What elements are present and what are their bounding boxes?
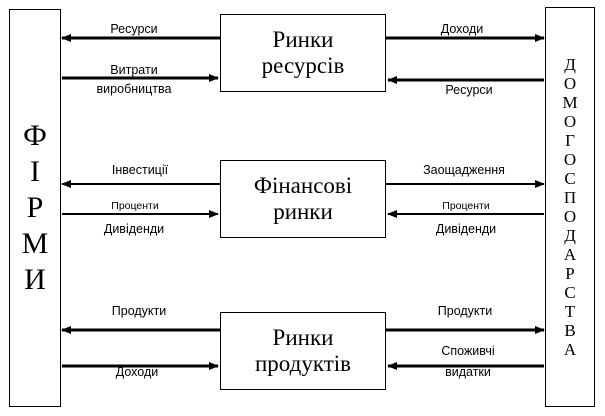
label-financial-right-bottom-2: Дивіденди xyxy=(435,222,497,236)
product-markets-box: Ринки продуктів xyxy=(220,312,386,390)
label-financial-left-top: Інвестиції xyxy=(111,163,169,177)
households-box: Д О М О Г О С П О Д А Р С Т В А xyxy=(545,7,595,407)
households-letter: А xyxy=(563,340,577,359)
households-letter: Д xyxy=(564,55,576,74)
label-financial-left-bottom-2: Дивіденди xyxy=(103,222,165,236)
label-products-left-bottom: Доходи xyxy=(115,365,159,379)
resource-markets-title-line2: ресурсів xyxy=(261,53,345,78)
label-products-left-top: Продукти xyxy=(111,304,167,318)
label-financial-right-top: Заощадження xyxy=(423,163,505,177)
financial-markets-box: Фінансові ринки xyxy=(220,160,386,238)
households-letter: О xyxy=(563,74,577,93)
households-letter: М xyxy=(562,93,578,112)
firms-letter: М xyxy=(21,227,49,260)
households-letter: Т xyxy=(564,302,576,321)
label-products-right-bottom-2: видатки xyxy=(445,365,491,379)
households-letter: П xyxy=(563,188,577,207)
financial-markets-title-line1: Фінансові xyxy=(253,173,353,199)
resource-markets-box: Ринки ресурсів xyxy=(220,14,386,92)
label-resources-left-top: Ресурси xyxy=(110,22,158,36)
households-letter: С xyxy=(564,283,576,302)
households-letter: Д xyxy=(564,226,576,245)
firms-letter: Ф xyxy=(23,119,47,152)
label-resources-left-bottom-2: виробництва xyxy=(96,82,172,96)
firms-letter: Р xyxy=(26,191,44,224)
households-letter: С xyxy=(564,169,576,188)
label-products-right-bottom-1: Споживчі xyxy=(441,344,495,358)
households-letter: О xyxy=(563,112,577,131)
label-resources-right-top: Доходи xyxy=(440,22,484,36)
firms-box: Ф І Р М И xyxy=(9,9,61,407)
households-letter: А xyxy=(563,245,577,264)
label-resources-left-bottom-1: Витрати xyxy=(110,63,158,77)
financial-markets-title-line2: ринки xyxy=(273,199,333,224)
households-letter: О xyxy=(563,150,577,169)
label-financial-right-bottom-1: Проценти xyxy=(442,200,490,212)
firms-letter: И xyxy=(24,263,46,296)
households-letter: О xyxy=(563,207,577,226)
households-letter: Р xyxy=(565,264,575,283)
label-products-right-top: Продукти xyxy=(437,304,493,318)
label-financial-left-bottom-1: Проценти xyxy=(111,200,159,212)
resource-markets-title-line1: Ринки xyxy=(272,27,334,53)
households-letter: Г xyxy=(565,131,575,150)
product-markets-title-line2: продуктів xyxy=(254,351,352,376)
label-resources-right-bottom: Ресурси xyxy=(445,83,493,97)
households-letter: В xyxy=(564,321,576,340)
product-markets-title-line1: Ринки xyxy=(272,325,334,351)
firms-letter: І xyxy=(30,155,40,188)
